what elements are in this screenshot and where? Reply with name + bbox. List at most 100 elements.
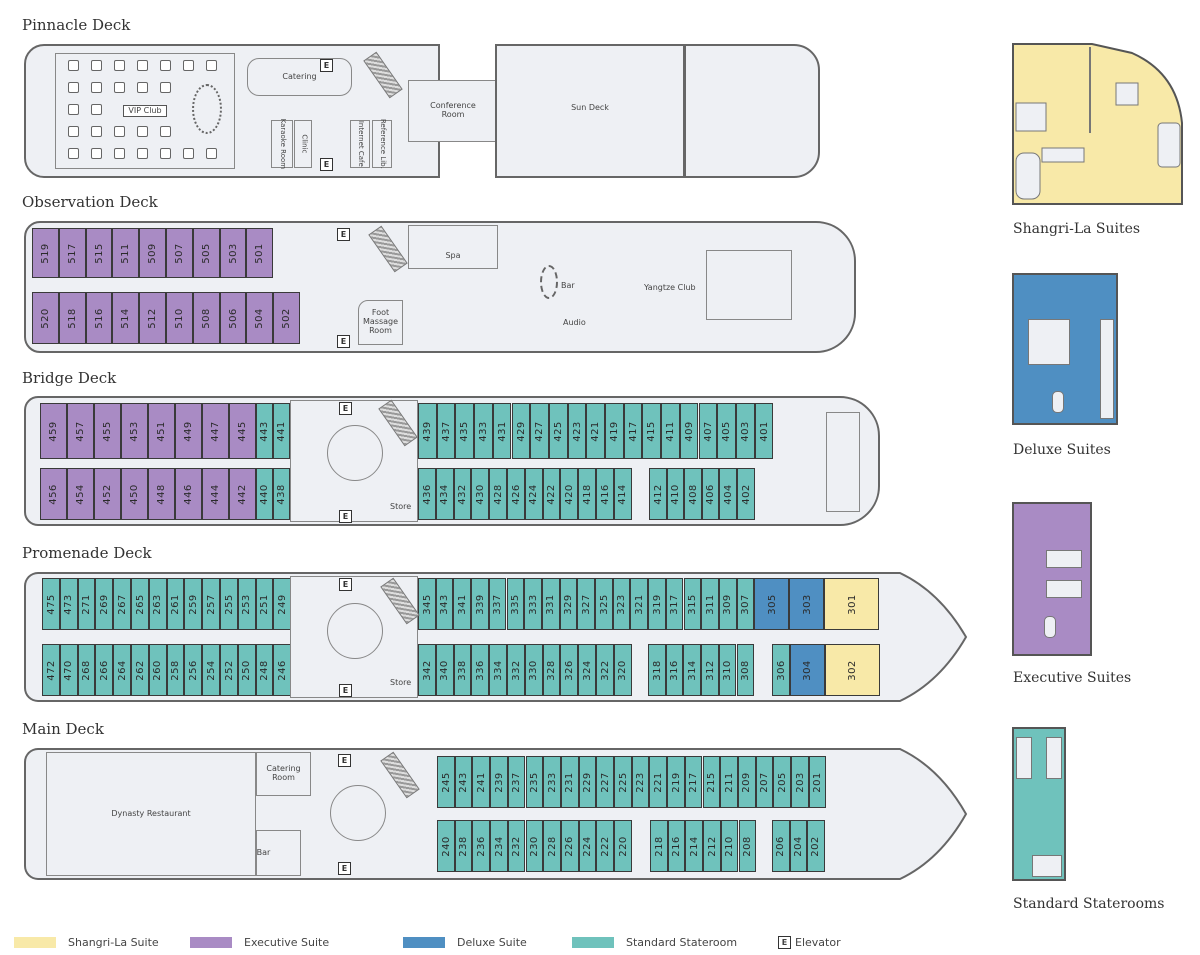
cabin-415[interactable]: 415 [642, 403, 662, 459]
cabin-459[interactable]: 459 [40, 403, 67, 459]
cabin-256[interactable]: 256 [184, 644, 203, 696]
elevator-icon[interactable]: E [338, 862, 351, 875]
cabin-451[interactable]: 451 [148, 403, 175, 459]
cabin-442[interactable]: 442 [229, 468, 256, 520]
cabin-332[interactable]: 332 [507, 644, 525, 696]
cabin-310[interactable]: 310 [718, 644, 737, 696]
cabin-206[interactable]: 206 [772, 820, 790, 872]
cabin-516[interactable]: 516 [85, 292, 113, 344]
cabin-430[interactable]: 430 [471, 468, 490, 520]
cabin-403[interactable]: 403 [735, 403, 755, 459]
cabin-262[interactable]: 262 [131, 644, 149, 696]
cabin-259[interactable]: 259 [184, 578, 203, 630]
cabin-266[interactable]: 266 [95, 644, 114, 696]
karaoke-room-area[interactable]: Karaoke Room [271, 119, 293, 169]
cabin-446[interactable]: 446 [175, 468, 202, 520]
cabin-269[interactable]: 269 [95, 578, 114, 630]
cabin-319[interactable]: 319 [648, 578, 666, 630]
elevator-icon[interactable]: E [339, 578, 352, 591]
cabin-238[interactable]: 238 [454, 820, 473, 872]
cabin-503[interactable]: 503 [219, 228, 247, 278]
cabin-267[interactable]: 267 [113, 578, 131, 630]
cabin-423[interactable]: 423 [567, 403, 587, 459]
cabin-518[interactable]: 518 [58, 292, 86, 344]
cabin-236[interactable]: 236 [472, 820, 491, 872]
cabin-404[interactable]: 404 [719, 468, 737, 520]
cabin-334[interactable]: 334 [489, 644, 507, 696]
cabin-320[interactable]: 320 [613, 644, 632, 696]
catering-area[interactable]: Catering [247, 58, 352, 96]
cabin-218[interactable]: 218 [650, 820, 668, 872]
reference-lib-area[interactable]: Reference Lib. [372, 119, 392, 169]
cabin-428[interactable]: 428 [489, 468, 507, 520]
cabin-226[interactable]: 226 [560, 820, 579, 872]
cabin-254[interactable]: 254 [202, 644, 220, 696]
cabin-514[interactable]: 514 [112, 292, 140, 344]
cabin-417[interactable]: 417 [623, 403, 643, 459]
cabin-248[interactable]: 248 [255, 644, 274, 696]
cabin-210[interactable]: 210 [720, 820, 739, 872]
cabin-520[interactable]: 520 [32, 292, 59, 344]
cabin-311[interactable]: 311 [701, 578, 719, 630]
cabin-441[interactable]: 441 [273, 403, 290, 459]
cabin-431[interactable]: 431 [492, 403, 512, 459]
cabin-203[interactable]: 203 [791, 756, 809, 808]
cabin-230[interactable]: 230 [525, 820, 544, 872]
elevator-icon[interactable]: E [339, 510, 352, 523]
cabin-412[interactable]: 412 [649, 468, 667, 520]
shangri-la-suite-plan[interactable] [1012, 43, 1184, 205]
cabin-437[interactable]: 437 [436, 403, 456, 459]
cabin-261[interactable]: 261 [166, 578, 185, 630]
cabin-303[interactable]: 303 [789, 578, 825, 630]
cabin-510[interactable]: 510 [166, 292, 193, 344]
cabin-219[interactable]: 219 [667, 756, 685, 808]
cabin-457[interactable]: 457 [67, 403, 94, 459]
cabin-440[interactable]: 440 [256, 468, 273, 520]
cabin-304[interactable]: 304 [790, 644, 825, 696]
cabin-318[interactable]: 318 [648, 644, 666, 696]
cabin-253[interactable]: 253 [237, 578, 256, 630]
cabin-456[interactable]: 456 [40, 468, 67, 520]
cabin-406[interactable]: 406 [701, 468, 720, 520]
cabin-434[interactable]: 434 [435, 468, 454, 520]
cabin-432[interactable]: 432 [453, 468, 472, 520]
cabin-472[interactable]: 472 [42, 644, 60, 696]
elevator-icon[interactable]: E [337, 228, 350, 241]
cabin-246[interactable]: 246 [273, 644, 292, 696]
cabin-245[interactable]: 245 [437, 756, 455, 808]
cabin-401[interactable]: 401 [754, 403, 774, 459]
cabin-229[interactable]: 229 [578, 756, 597, 808]
cabin-323[interactable]: 323 [612, 578, 631, 630]
cabin-506[interactable]: 506 [219, 292, 247, 344]
cabin-438[interactable]: 438 [273, 468, 290, 520]
cabin-517[interactable]: 517 [58, 228, 86, 278]
cabin-223[interactable]: 223 [631, 756, 650, 808]
elevator-icon[interactable]: E [320, 158, 333, 171]
cabin-509[interactable]: 509 [139, 228, 166, 278]
foot-massage-room-area[interactable]: Foot Massage Room [358, 300, 403, 345]
cabin-330[interactable]: 330 [524, 644, 543, 696]
cabin-324[interactable]: 324 [578, 644, 596, 696]
cabin-315[interactable]: 315 [683, 578, 702, 630]
cabin-422[interactable]: 422 [542, 468, 561, 520]
bar-area[interactable]: Bar [256, 830, 301, 876]
cabin-302[interactable]: 302 [825, 644, 880, 696]
cabin-251[interactable]: 251 [255, 578, 274, 630]
cabin-234[interactable]: 234 [490, 820, 508, 872]
cabin-519[interactable]: 519 [32, 228, 59, 278]
cabin-416[interactable]: 416 [596, 468, 614, 520]
cabin-317[interactable]: 317 [665, 578, 684, 630]
cabin-201[interactable]: 201 [808, 756, 827, 808]
cabin-325[interactable]: 325 [595, 578, 613, 630]
cabin-237[interactable]: 237 [507, 756, 526, 808]
cabin-405[interactable]: 405 [717, 403, 736, 459]
cabin-255[interactable]: 255 [220, 578, 238, 630]
cabin-260[interactable]: 260 [148, 644, 167, 696]
cabin-341[interactable]: 341 [453, 578, 472, 630]
cabin-209[interactable]: 209 [737, 756, 756, 808]
cabin-452[interactable]: 452 [94, 468, 121, 520]
cabin-220[interactable]: 220 [614, 820, 632, 872]
cabin-214[interactable]: 214 [685, 820, 704, 872]
cabin-233[interactable]: 233 [543, 756, 561, 808]
cabin-475[interactable]: 475 [42, 578, 60, 630]
